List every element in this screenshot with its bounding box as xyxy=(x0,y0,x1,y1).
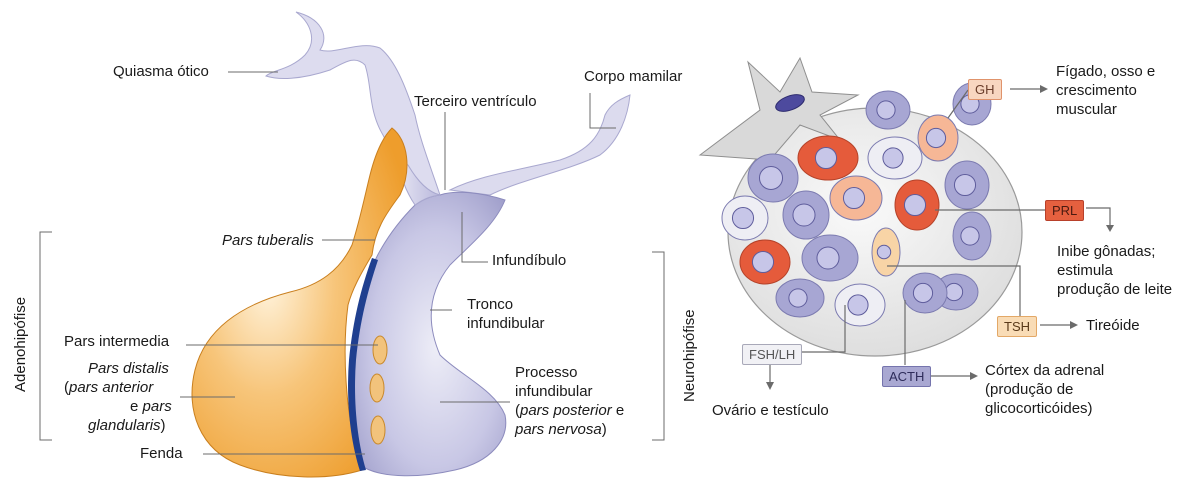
gh-cell xyxy=(830,176,882,220)
acth-hormone-box: ACTH xyxy=(882,366,931,387)
prl-cell xyxy=(740,240,790,284)
cell-nucleus xyxy=(759,166,782,189)
cleft-oval-2 xyxy=(370,374,384,402)
prl-target-2: estimula xyxy=(1057,262,1113,280)
fsh-lh-target: Ovário e testículo xyxy=(712,402,829,420)
prl-target-3: produção de leite xyxy=(1057,281,1172,299)
cleft-label: Fenda xyxy=(140,445,183,463)
gh-cell xyxy=(918,115,958,161)
cell-nucleus xyxy=(926,128,945,147)
cleft-oval-1 xyxy=(373,336,387,364)
pars-tuberalis-label: Pars tuberalis xyxy=(222,232,314,250)
mamillary-body-label: Corpo mamilar xyxy=(584,68,682,86)
tsh-target: Tireóide xyxy=(1086,317,1140,335)
infundibular-process-label-2: infundibular xyxy=(515,383,593,401)
infundibular-stem-label-2: infundibular xyxy=(467,315,545,333)
cell-nucleus xyxy=(877,101,895,119)
cell-nucleus xyxy=(793,204,815,226)
prl-cell xyxy=(798,136,858,180)
pars-intermedia-label: Pars intermedia xyxy=(64,333,169,351)
acth-cell xyxy=(783,191,829,239)
third-ventricle-label: Terceiro ventrículo xyxy=(414,93,537,111)
acth-cell xyxy=(945,161,989,209)
cell-nucleus xyxy=(732,207,753,228)
tsh-cell xyxy=(872,228,900,276)
acth-target-1: Córtex da adrenal xyxy=(985,362,1104,380)
adenohypophysis-label: Adenohipófise xyxy=(12,297,29,392)
infundibular-process-label-1: Processo xyxy=(515,364,578,382)
cell-nucleus xyxy=(817,247,839,269)
acth-cell xyxy=(802,235,858,281)
fsh-cell xyxy=(835,284,885,326)
cleft-oval-3 xyxy=(371,416,385,444)
cell-nucleus xyxy=(843,187,864,208)
cell-nucleus xyxy=(945,283,962,300)
gh-target-2: crescimento xyxy=(1056,82,1137,100)
infundibular-process-label-3: (pars posterior e xyxy=(515,402,624,420)
gh-target-1: Fígado, osso e xyxy=(1056,63,1155,81)
cell-nucleus xyxy=(961,227,979,245)
neurohypophysis-label: Neurohipófise xyxy=(681,309,698,402)
cell-nucleus xyxy=(752,251,773,272)
cell-nucleus xyxy=(789,289,807,307)
pars-distalis-label-3: e pars xyxy=(130,398,172,416)
fsh-cell xyxy=(722,196,768,240)
cell-nucleus xyxy=(913,283,932,302)
pars-distalis-label-4: glandularis) xyxy=(88,417,166,435)
pars-distalis-label-2: (pars anterior xyxy=(64,379,153,397)
pars-distalis-label-1: Pars distalis xyxy=(88,360,169,378)
acth-target-2: (produção de xyxy=(985,381,1073,399)
cell-nucleus xyxy=(877,245,890,258)
infundibulum-label: Infundíbulo xyxy=(492,252,566,270)
prl-hormone-box: PRL xyxy=(1045,200,1084,221)
acth-cell xyxy=(748,154,798,202)
acth-cell xyxy=(953,212,991,260)
acth-cell xyxy=(776,279,824,317)
optic-chiasm-label: Quiasma ótico xyxy=(113,63,209,81)
cell-nucleus xyxy=(848,295,868,315)
cell-nucleus xyxy=(815,147,836,168)
fsh-cell xyxy=(868,137,922,179)
gh-hormone-box: GH xyxy=(968,79,1002,100)
acth-cell xyxy=(903,273,947,313)
prl-target-1: Inibe gônadas; xyxy=(1057,243,1155,261)
cell-nucleus xyxy=(883,148,903,168)
fsh-lh-hormone-box: FSH/LH xyxy=(742,344,802,365)
infundibular-stem-label-1: Tronco xyxy=(467,296,513,314)
tsh-hormone-box: TSH xyxy=(997,316,1037,337)
gh-target-3: muscular xyxy=(1056,101,1117,119)
cell-nucleus xyxy=(954,174,975,195)
infundibular-process-label-4: pars nervosa) xyxy=(515,421,607,439)
cell-nucleus xyxy=(904,194,925,215)
acth-cell xyxy=(866,91,910,129)
prl-cell xyxy=(895,180,939,230)
acth-target-3: glicocorticóides) xyxy=(985,400,1093,418)
